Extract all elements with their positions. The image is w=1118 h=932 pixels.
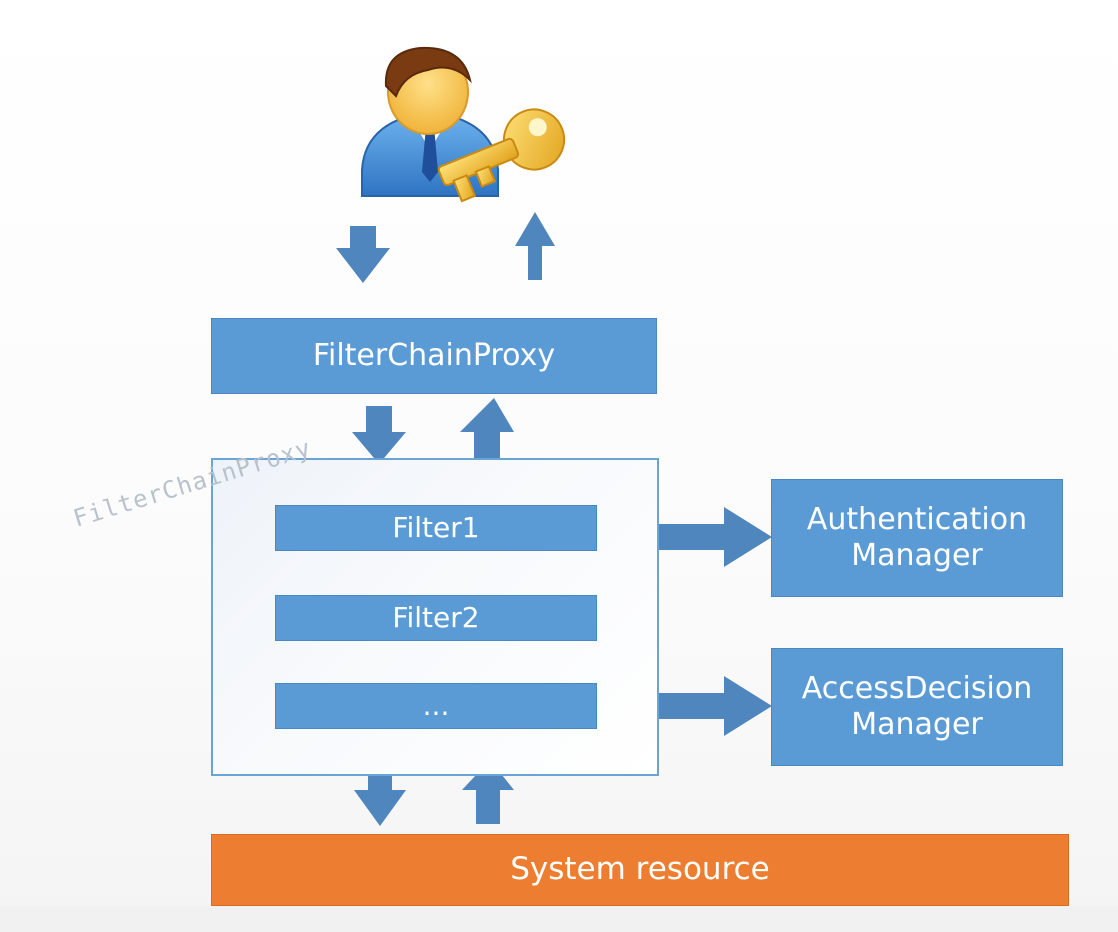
down-arrow-icon	[352, 406, 406, 464]
bottom-strip	[0, 906, 1118, 932]
filter-label: Filter1	[392, 511, 480, 545]
filter-box-1: Filter1	[275, 505, 597, 551]
down-arrow-icon	[336, 226, 390, 283]
authentication-manager-box: Authentication Manager	[771, 479, 1063, 597]
up-arrow-icon	[460, 398, 514, 462]
filter-box-2: Filter2	[275, 595, 597, 641]
access-decision-manager-label: AccessDecision Manager	[801, 671, 1033, 742]
up-arrow-icon	[462, 760, 514, 824]
authentication-manager-label: Authentication Manager	[806, 502, 1028, 573]
up-arrow-icon	[515, 212, 555, 280]
filter-label: ...	[422, 689, 450, 723]
access-decision-manager-box: AccessDecision Manager	[771, 648, 1063, 766]
system-resource-box: System resource	[211, 834, 1069, 906]
filter-chain-proxy-label: FilterChainProxy	[312, 338, 556, 373]
filter-label: Filter2	[392, 601, 480, 635]
filter-box-ellipsis: ...	[275, 683, 597, 729]
system-resource-label: System resource	[510, 851, 770, 888]
down-arrow-icon	[354, 764, 406, 826]
filter-chain-proxy-box: FilterChainProxy	[211, 318, 657, 394]
